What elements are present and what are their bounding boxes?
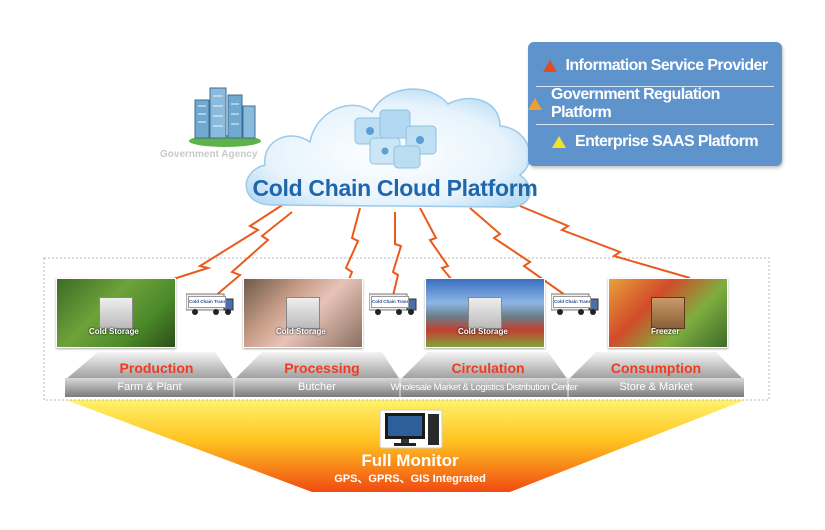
divider [536, 124, 774, 125]
triangle-icon [528, 98, 542, 110]
service-legend-box: Information Service Provider Government … [528, 42, 782, 166]
monitor-title: Full Monitor [361, 451, 459, 470]
computer-monitor-icon [379, 409, 443, 449]
truck-icon: Cold Chain Transport [368, 292, 417, 316]
truck-label: Cold Chain Transport [371, 296, 409, 308]
freezer-box-icon [651, 297, 685, 329]
service-label: Enterprise SAAS Platform [575, 133, 759, 150]
service-row-information: Information Service Provider [528, 52, 782, 80]
stage-title-processing: Processing [284, 360, 360, 376]
stage-frame [43, 257, 770, 401]
processing-photo: Cold Storage [243, 278, 363, 348]
triangle-icon [542, 60, 557, 72]
monitor-subtitle: GPS、GPRS、GIS Integrated [334, 473, 486, 485]
storage-label: Cold Storage [89, 327, 139, 336]
truck-icon: Cold Chain Transport [185, 292, 234, 316]
storage-box-icon [468, 297, 502, 329]
truck-label: Cold Chain Transport [553, 296, 591, 308]
stage-sub-processing: Butcher [298, 381, 336, 393]
stage-headers [65, 352, 744, 397]
truck-icon: Cold Chain Transport [550, 292, 599, 316]
triangle-icon [552, 136, 566, 148]
storage-label: Cold Storage [276, 327, 326, 336]
platform-title: Cold Chain Cloud Platform [252, 175, 538, 201]
service-row-enterprise: Enterprise SAAS Platform [528, 128, 782, 156]
circulation-photo: Cold Storage [425, 278, 545, 348]
production-photo: Cold Storage [56, 278, 176, 348]
storage-box-icon [99, 297, 133, 329]
lightning-links [144, 199, 691, 301]
stage-sub-circulation: Wholesale Market & Logistics Distributio… [390, 382, 578, 393]
government-agency-label: Government Agency [160, 149, 258, 160]
service-label: Government Regulation Platform [551, 86, 720, 121]
storage-label: Cold Storage [458, 327, 508, 336]
cube-cluster [354, 109, 437, 169]
stage-sub-consumption: Store & Market [619, 381, 693, 393]
stage-title-production: Production [119, 360, 194, 376]
storage-label: Freezer [651, 327, 680, 336]
service-label: Information Service Provider [565, 57, 769, 74]
consumption-photo: Freezer [608, 278, 728, 348]
stage-sub-production: Farm & Plant [117, 381, 182, 393]
government-buildings-icon [189, 87, 261, 147]
stage-title-circulation: Circulation [451, 360, 525, 376]
truck-label: Cold Chain Transport [188, 296, 226, 308]
stage-title-consumption: Consumption [610, 360, 702, 376]
divider [536, 86, 774, 87]
storage-box-icon [286, 297, 320, 329]
service-row-government: Government Regulation Platform [528, 86, 782, 121]
